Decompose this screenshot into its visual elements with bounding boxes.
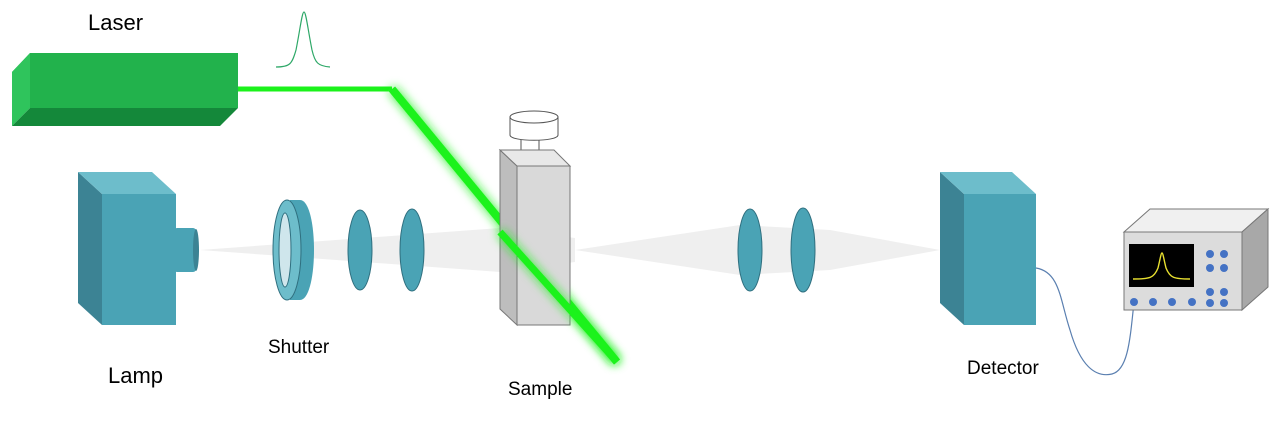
sample-label: Sample <box>508 379 573 400</box>
laser-source <box>12 53 238 126</box>
lens-1 <box>347 209 373 291</box>
pump-beam-through-sample <box>497 229 620 365</box>
shutter-label: Shutter <box>268 337 330 358</box>
shutter <box>272 199 314 301</box>
lens-2 <box>399 208 425 292</box>
laser-label: Laser <box>88 10 144 35</box>
detector-cable <box>1035 267 1135 376</box>
detector-label: Detector <box>967 358 1039 379</box>
lamp <box>78 172 199 325</box>
lens-3 <box>737 208 763 292</box>
lens-4 <box>790 207 816 293</box>
detector <box>940 172 1036 325</box>
laser-pulse-icon <box>275 11 331 68</box>
lamp-label: Lamp <box>108 363 164 388</box>
oscilloscope-icon <box>1122 207 1270 312</box>
